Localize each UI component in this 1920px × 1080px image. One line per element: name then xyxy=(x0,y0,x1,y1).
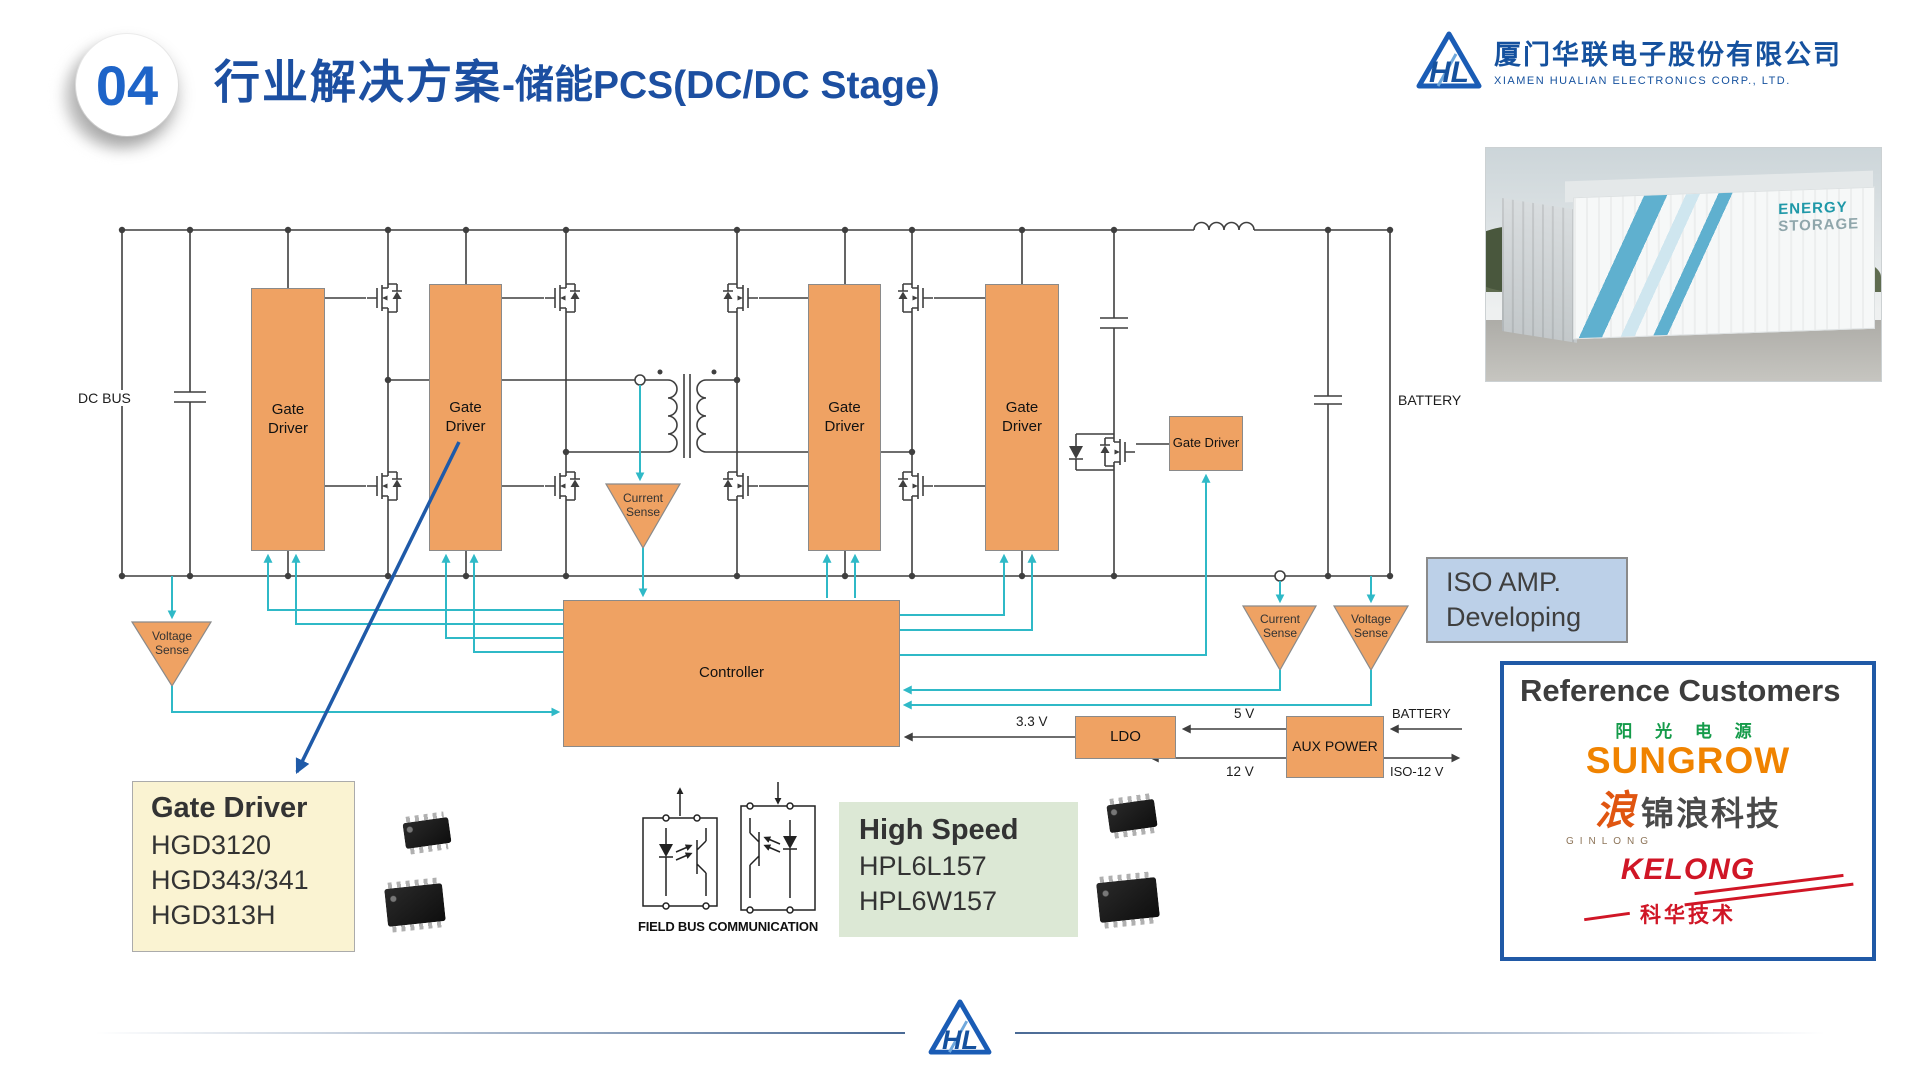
field-bus-graphic xyxy=(642,782,816,914)
ldo-label: LDO xyxy=(1110,728,1141,746)
part-number: HPL6L157 xyxy=(859,851,987,881)
company-logo: HL 厦门华联电子股份有限公司 XIAMEN HUALIAN ELECTRONI… xyxy=(1416,30,1842,90)
high-speed-title: High Speed xyxy=(859,814,1019,846)
voltage-sense-left-triangle xyxy=(130,621,213,688)
gate-driver-label: Gate Driver xyxy=(1002,398,1042,435)
voltage-sense-label: Voltage Sense xyxy=(1350,612,1392,640)
iso-amp-line1: ISO AMP. xyxy=(1446,566,1562,597)
ic-chip-photo xyxy=(384,883,446,927)
energy-storage-photo: ENERGY STORAGE xyxy=(1485,147,1882,382)
current-sense-label: Current Sense xyxy=(622,491,663,519)
part-number: HGD313H xyxy=(151,900,276,931)
transformer-windings xyxy=(667,379,707,453)
part-number: HGD343/341 xyxy=(151,865,309,896)
sungrow-wordmark: SUNGROW xyxy=(1585,740,1791,781)
ginlong-wordmark: GINLONG xyxy=(1565,835,1655,847)
company-name: 厦门华联电子股份有限公司 XIAMEN HUALIAN ELECTRONICS … xyxy=(1494,33,1842,87)
gate-driver-label: Gate Driver xyxy=(268,400,308,437)
dc-bus-label: DC BUS xyxy=(76,390,133,406)
part-number: HPL6W157 xyxy=(859,886,998,917)
slide-title: 行业解决方案 -储能PCS(DC/DC Stage) xyxy=(214,46,940,112)
aux-power-block: AUX POWER xyxy=(1286,716,1384,778)
sense-triangles xyxy=(130,483,1410,688)
slide-number-badge: 04 xyxy=(76,34,178,136)
inductor xyxy=(1193,221,1255,231)
gate-driver-label: Gate Driver xyxy=(824,398,865,435)
ldo-block: LDO xyxy=(1075,716,1176,759)
footer-line-right xyxy=(1015,1032,1825,1034)
container-front: ENERGY STORAGE xyxy=(1572,186,1876,340)
aux-battery-in-label: BATTERY xyxy=(1392,706,1451,721)
hl-triangle-icon xyxy=(928,999,992,1055)
ic-chip-photo xyxy=(1096,876,1160,924)
controller-label: Controller xyxy=(698,664,765,682)
part-number: HGD3120 xyxy=(151,830,272,860)
ic-chip-photo xyxy=(1106,798,1158,834)
gate-driver-label: Gate Driver xyxy=(445,398,486,435)
diode xyxy=(1069,446,1083,459)
caption-storage: STORAGE xyxy=(1778,215,1860,236)
ic-chip-photo xyxy=(402,816,452,850)
kelong-zh: 科华技术 xyxy=(1584,899,1872,929)
title-sub: -储能PCS(DC/DC Stage) xyxy=(502,64,940,107)
hl-triangle-icon xyxy=(1416,31,1482,89)
rail-5v-label: 5 V xyxy=(1234,706,1255,721)
aux-power-label: AUX POWER xyxy=(1292,738,1378,755)
sense-tap-circle xyxy=(1274,570,1286,582)
hl-logo-icon: HL xyxy=(1416,30,1482,90)
kelong-wordmark: KELONG xyxy=(1620,852,1756,886)
ginlong-row: 浪 锦浪科技 xyxy=(1504,787,1872,835)
rail-iso12v-label: ISO-12 V xyxy=(1390,764,1444,779)
hl-logo-letters: HL xyxy=(942,1025,978,1055)
container-stripes xyxy=(1573,192,1742,339)
battery-label: BATTERY xyxy=(1398,392,1462,408)
hl-logo-icon: HL xyxy=(928,998,992,1056)
gate-driver-parts-callout: Gate Driver HGD3120 HGD343/341 HGD313H xyxy=(132,781,355,952)
kelong-logo: KELONG 科华技术 xyxy=(1504,853,1872,929)
reference-customers-title: Reference Customers xyxy=(1520,673,1841,708)
high-speed-parts-callout: High Speed HPL6L157 HPL6W157 xyxy=(839,802,1078,937)
field-bus-label: FIELD BUS COMMUNICATION xyxy=(637,919,819,934)
battery-leg xyxy=(1069,230,1128,576)
slide-number: 04 xyxy=(95,53,159,117)
gate-driver-block-1: Gate Driver xyxy=(251,288,325,551)
rail-12v-label: 12 V xyxy=(1226,764,1254,779)
gate-driver-parts-title: Gate Driver xyxy=(151,792,308,824)
footer-logo: HL xyxy=(928,998,992,1056)
ginlong-mark-icon: 浪 xyxy=(1595,786,1635,834)
current-sense-mid-triangle xyxy=(604,483,682,550)
container-caption: ENERGY STORAGE xyxy=(1778,198,1860,236)
gate-driver-block-3: Gate Driver xyxy=(808,284,881,551)
current-sense-right-triangle xyxy=(1241,605,1318,672)
sungrow-logo: 阳 光 电 源 SUNGROW xyxy=(1504,717,1872,781)
sungrow-zh: 阳 光 电 源 xyxy=(1615,722,1761,741)
company-name-zh: 厦门华联电子股份有限公司 xyxy=(1494,40,1842,70)
controller-block: Controller xyxy=(563,600,900,747)
gate-driver-block-5: Gate Driver xyxy=(1169,416,1243,471)
junction-dots xyxy=(118,226,1394,580)
title-main: 行业解决方案 xyxy=(214,56,502,108)
signal-wires xyxy=(167,385,1376,717)
gate-driver-block-4: Gate Driver xyxy=(985,284,1059,551)
hl-logo-letters: HL xyxy=(1429,56,1469,89)
rail-3v3-label: 3.3 V xyxy=(1016,714,1048,729)
gate-driver-block-2: Gate Driver xyxy=(429,284,502,551)
reference-customers-panel: Reference Customers 阳 光 电 源 SUNGROW 浪 锦浪… xyxy=(1500,661,1876,961)
current-sense-label: Current Sense xyxy=(1259,612,1300,640)
voltage-sense-right-triangle xyxy=(1332,605,1410,672)
iso-amp-line2: Developing xyxy=(1446,602,1582,632)
voltage-sense-label: Voltage Sense xyxy=(151,629,193,657)
gate-driver-label: Gate Driver xyxy=(1172,435,1240,451)
ginlong-logo: 浪 锦浪科技 GINLONG xyxy=(1504,787,1872,847)
company-name-en: XIAMEN HUALIAN ELECTRONICS CORP., LTD. xyxy=(1494,75,1791,87)
footer-line-left xyxy=(95,1032,905,1034)
container-side xyxy=(1501,197,1577,343)
iso-amp-callout: ISO AMP. Developing xyxy=(1426,557,1628,643)
ginlong-zh: 锦浪科技 xyxy=(1641,794,1781,832)
sense-tap-circle xyxy=(634,374,646,386)
